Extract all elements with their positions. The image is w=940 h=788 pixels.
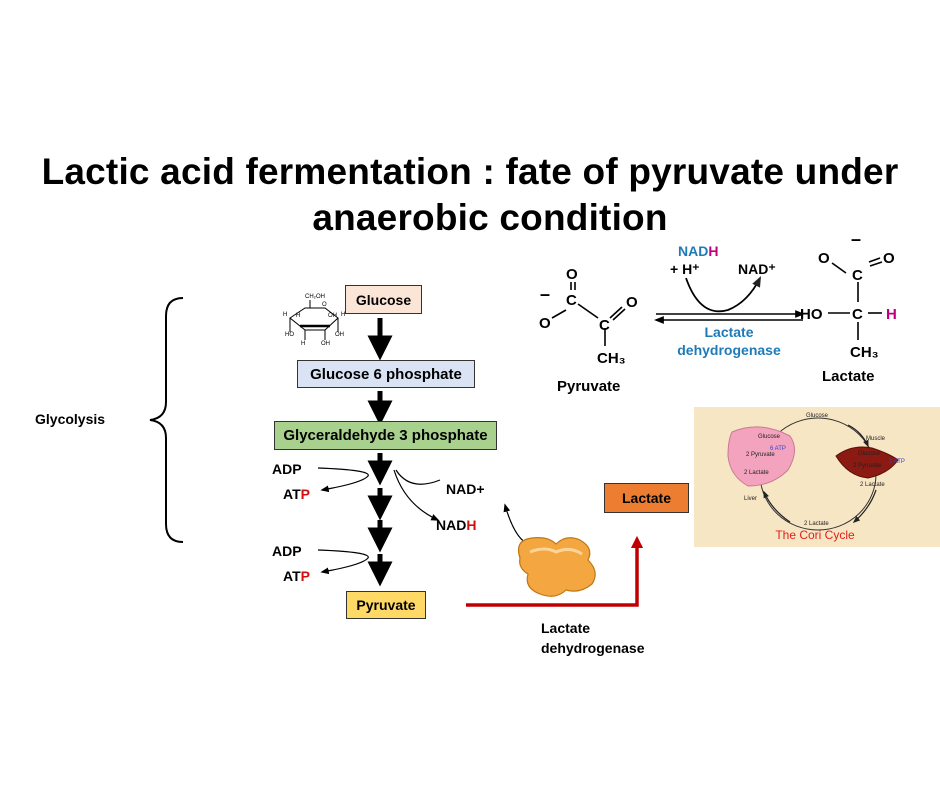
svg-text:O: O [883, 250, 895, 267]
svg-text:HO: HO [800, 306, 823, 323]
cori-muscle-glucose: Glucose [858, 451, 881, 457]
cori-liver-pyruvate: 2 Pyruvate [746, 452, 775, 458]
cori-liver-lactate: 2 Lactate [744, 470, 769, 476]
nadh-label: NADH [436, 517, 477, 533]
cori-cycle-panel [694, 407, 940, 547]
reaction-enzyme-2: dehydrogenase [677, 342, 781, 358]
adp-label-1: ADP [272, 461, 302, 477]
enzyme-blob [517, 537, 596, 597]
cori-bottom-lactate: 2 Lactate [804, 521, 829, 527]
pyruvate-struct-label: Pyruvate [557, 378, 620, 395]
title-line-1: Lactic acid fermentation : fate of pyruv… [41, 151, 899, 192]
lactate-atoms: O C O – C HO H CH₃ [800, 229, 897, 361]
cori-liver-glucose: Glucose [758, 434, 781, 440]
svg-text:H: H [296, 313, 300, 319]
svg-text:H: H [886, 306, 897, 323]
svg-text:H: H [283, 312, 287, 318]
cori-liver-atp: 6 ATP [770, 446, 786, 452]
cori-liver: Liver [744, 496, 757, 502]
svg-text:OH: OH [321, 341, 330, 347]
lactate-struct-label: Lactate [822, 368, 875, 385]
cori-muscle-lactate: 2 Lactate [860, 482, 885, 488]
glucose-box: Glucose [345, 285, 422, 314]
lactate-box: Lactate [604, 483, 689, 513]
pyruvate-atoms: O C O C O – CH₃ [539, 266, 638, 367]
reaction-enzyme-1: Lactate [704, 324, 753, 340]
svg-text:C: C [566, 292, 577, 309]
svg-text:O: O [322, 302, 327, 308]
svg-text:C: C [852, 306, 863, 323]
glucose-structure-icon [289, 300, 339, 340]
svg-text:CH₃: CH₃ [597, 350, 626, 367]
reaction-plus-h: + H⁺ [670, 261, 700, 277]
reaction-arrows [654, 276, 805, 324]
cori-muscle-pyruvate: 2 Pyruvate [853, 463, 882, 469]
nad-plus-label: NAD+ [446, 481, 485, 497]
svg-text:OH: OH [335, 332, 344, 338]
svg-text:H: H [301, 341, 305, 347]
liver-icon [727, 426, 795, 487]
glycolysis-brace [149, 297, 184, 543]
reaction-nad-plus: NAD⁺ [738, 261, 776, 277]
title-line-2: anaerobic condition [312, 197, 668, 238]
enzyme-label: Lactate dehydrogenase [541, 620, 645, 656]
svg-text:C: C [852, 267, 863, 284]
svg-text:O: O [626, 294, 638, 311]
svg-text:–: – [540, 284, 550, 304]
svg-text:O: O [566, 266, 578, 283]
atp-label-1: ATP [283, 486, 310, 502]
pyruvate-box: Pyruvate [346, 591, 426, 619]
lactate-structure [828, 257, 883, 340]
svg-text:–: – [851, 229, 861, 249]
svg-text:O: O [818, 250, 830, 267]
pyruvate-structure [551, 282, 626, 346]
glucose-6-phosphate-box: Glucose 6 phosphate [297, 360, 475, 388]
reaction-nadh: NADH [678, 243, 718, 259]
glycolysis-label: Glycolysis [35, 411, 106, 427]
svg-text:OH: OH [328, 313, 337, 319]
glyceraldehyde-3-phosphate-box: Glyceraldehyde 3 phosphate [274, 421, 497, 450]
cori-glucose-top: Glucose [806, 413, 829, 419]
svg-text:O: O [539, 315, 551, 332]
pyruvate-to-lactate-arrow [466, 535, 644, 607]
svg-text:CH₃: CH₃ [850, 344, 879, 361]
atp-curves [317, 467, 531, 575]
atp-label-2: ATP [283, 568, 310, 584]
svg-text:H: H [341, 312, 345, 318]
muscle-icon [835, 446, 899, 479]
svg-text:HO: HO [285, 332, 294, 338]
ch2oh-label: CH₂OH [305, 294, 325, 300]
cori-muscle-atp: 2 ATP [889, 459, 905, 465]
adp-label-2: ADP [272, 543, 302, 559]
svg-text:C: C [599, 317, 610, 334]
cori-title: The Cori Cycle [775, 528, 855, 542]
cori-muscle: Muscle [866, 436, 886, 442]
